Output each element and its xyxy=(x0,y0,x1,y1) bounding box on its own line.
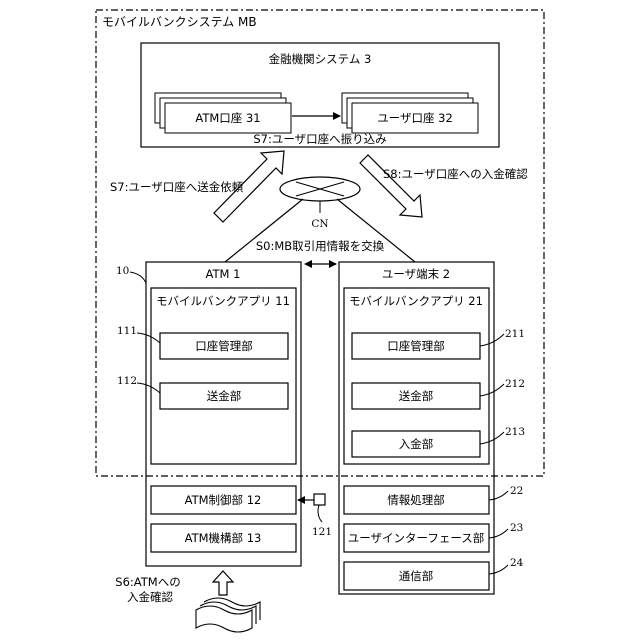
s6-line2: 入金確認 xyxy=(127,590,173,604)
terminal-remit-label: 送金部 xyxy=(399,389,434,403)
atm-account-mgmt-ref: 111 xyxy=(117,325,137,337)
financial-institution-system-label: 金融機関システム 3 xyxy=(269,52,372,66)
sensor-ref-leader xyxy=(318,505,322,522)
info-processing-ref: 22 xyxy=(510,485,523,497)
atm-account-mgmt-ref-leader xyxy=(137,333,160,343)
terminal-account-mgmt-ref: 211 xyxy=(505,328,525,340)
user-terminal-label: ユーザ端末 2 xyxy=(382,267,450,281)
network-label: CN xyxy=(311,218,328,230)
info-processing-ref-leader xyxy=(489,491,508,500)
terminal-deposit-ref-leader xyxy=(480,432,504,444)
atm-account-mgmt-label: 口座管理部 xyxy=(195,339,253,353)
atm-app-box xyxy=(151,288,296,464)
communication-ref: 24 xyxy=(510,557,524,569)
s6-line1: S6:ATMへの xyxy=(115,575,180,589)
user-account-label: ユーザ口座 32 xyxy=(377,111,453,125)
communication-ref-leader xyxy=(489,565,508,574)
atm-remit-ref: 112 xyxy=(117,375,137,387)
info-processing-label: 情報処理部 xyxy=(387,493,445,507)
s0-exchange-label: S0:MB取引用情報を交換 xyxy=(256,239,385,253)
atm-mechanism-label: ATM機構部 13 xyxy=(185,531,262,545)
atm-ref-leader xyxy=(130,272,146,283)
terminal-remit-ref-leader xyxy=(480,384,504,396)
communication-label: 通信部 xyxy=(399,569,434,583)
banknotes-icon xyxy=(196,598,260,632)
user-interface-label: ユーザインターフェース部 xyxy=(348,531,485,545)
atm-remit-ref-leader xyxy=(137,383,160,393)
s8-confirm-block-arrow xyxy=(360,155,422,217)
terminal-account-mgmt-label: 口座管理部 xyxy=(387,339,445,353)
terminal-deposit-ref: 213 xyxy=(505,426,525,438)
mobile-bank-system-label: モバイルバンクシステム MB xyxy=(102,15,257,29)
sensor-box xyxy=(314,494,325,505)
terminal-app-label: モバイルバンクアプリ 21 xyxy=(349,294,483,308)
atm-control-label: ATM制御部 12 xyxy=(185,493,262,507)
s8-confirm-label: S8:ユーザ口座への入金確認 xyxy=(383,167,528,181)
atm-app-label: モバイルバンクアプリ 11 xyxy=(156,294,290,308)
s7-transfer-label: S7:ユーザ口座へ振り込み xyxy=(253,132,386,146)
user-interface-ref: 23 xyxy=(510,522,523,534)
sensor-ref: 121 xyxy=(312,526,332,538)
user-interface-ref-leader xyxy=(489,529,508,538)
s6-up-arrow xyxy=(213,571,233,595)
terminal-account-mgmt-ref-leader xyxy=(480,334,504,346)
communication-network xyxy=(280,177,360,201)
atm-account-label: ATM口座 31 xyxy=(195,111,260,125)
terminal-remit-ref: 212 xyxy=(505,378,525,390)
terminal-deposit-label: 入金部 xyxy=(399,437,434,451)
s7-request-label: S7:ユーザ口座へ送金依頼 xyxy=(110,180,244,194)
atm-remit-label: 送金部 xyxy=(207,389,242,403)
atm-label: ATM 1 xyxy=(206,267,241,281)
atm-ref: 10 xyxy=(116,265,129,277)
